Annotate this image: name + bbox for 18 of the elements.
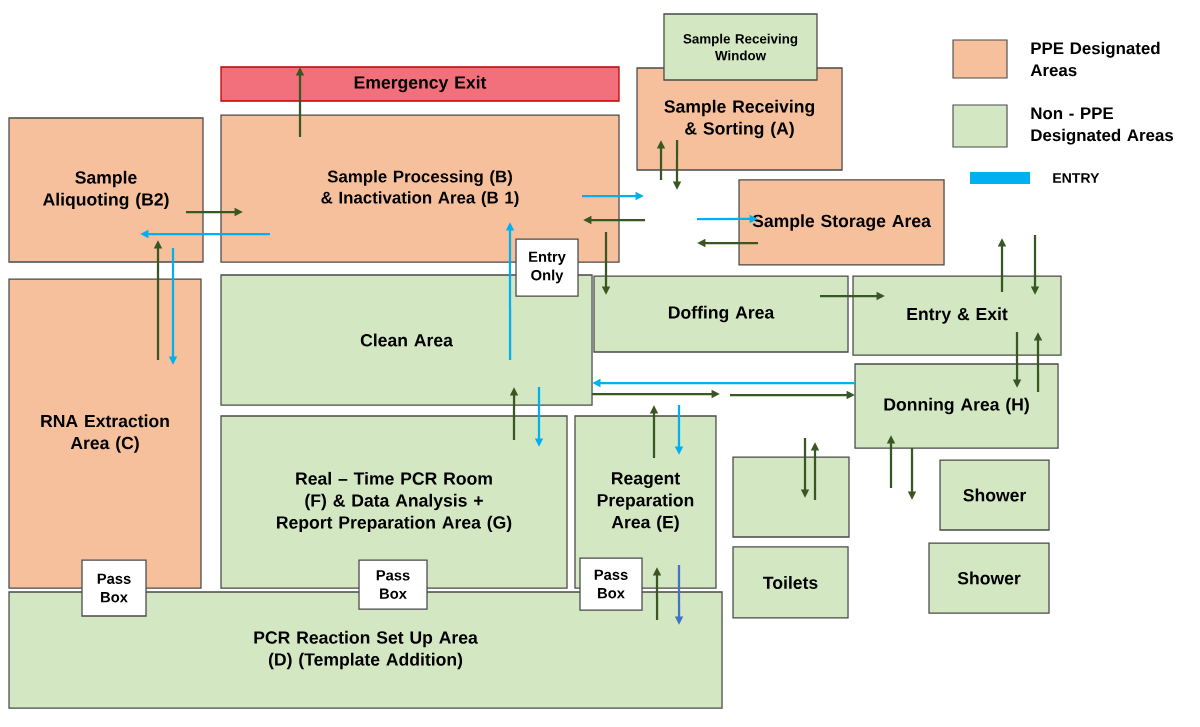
legend-label: PPE Designated Areas [1030, 41, 1160, 77]
room-box: Doffing Area [593, 275, 849, 353]
legend-label: ENTRY [1053, 173, 1100, 183]
room-box: Toilets [732, 546, 849, 619]
entry-only-sign: Entry Only [515, 238, 579, 297]
pass-box: Pass Box [579, 557, 643, 611]
room-box: Sample Receiving Window [663, 13, 818, 81]
pass-box: Pass Box [358, 559, 428, 610]
room-box: Shower [928, 542, 1050, 614]
room-box: Entry & Exit [852, 275, 1062, 356]
pass-box: Pass Box [81, 559, 147, 617]
room-box: Sample Aliquoting (B2) [8, 117, 204, 263]
room-box [732, 456, 850, 538]
room-box: Donning Area (H) [854, 363, 1059, 449]
emergency-exit-box: Emergency Exit [220, 66, 620, 102]
room-box: Sample Storage Area [738, 179, 945, 266]
room-box: Shower [939, 459, 1050, 531]
legend-label: Non - PPE Designated Areas [1031, 107, 1174, 145]
